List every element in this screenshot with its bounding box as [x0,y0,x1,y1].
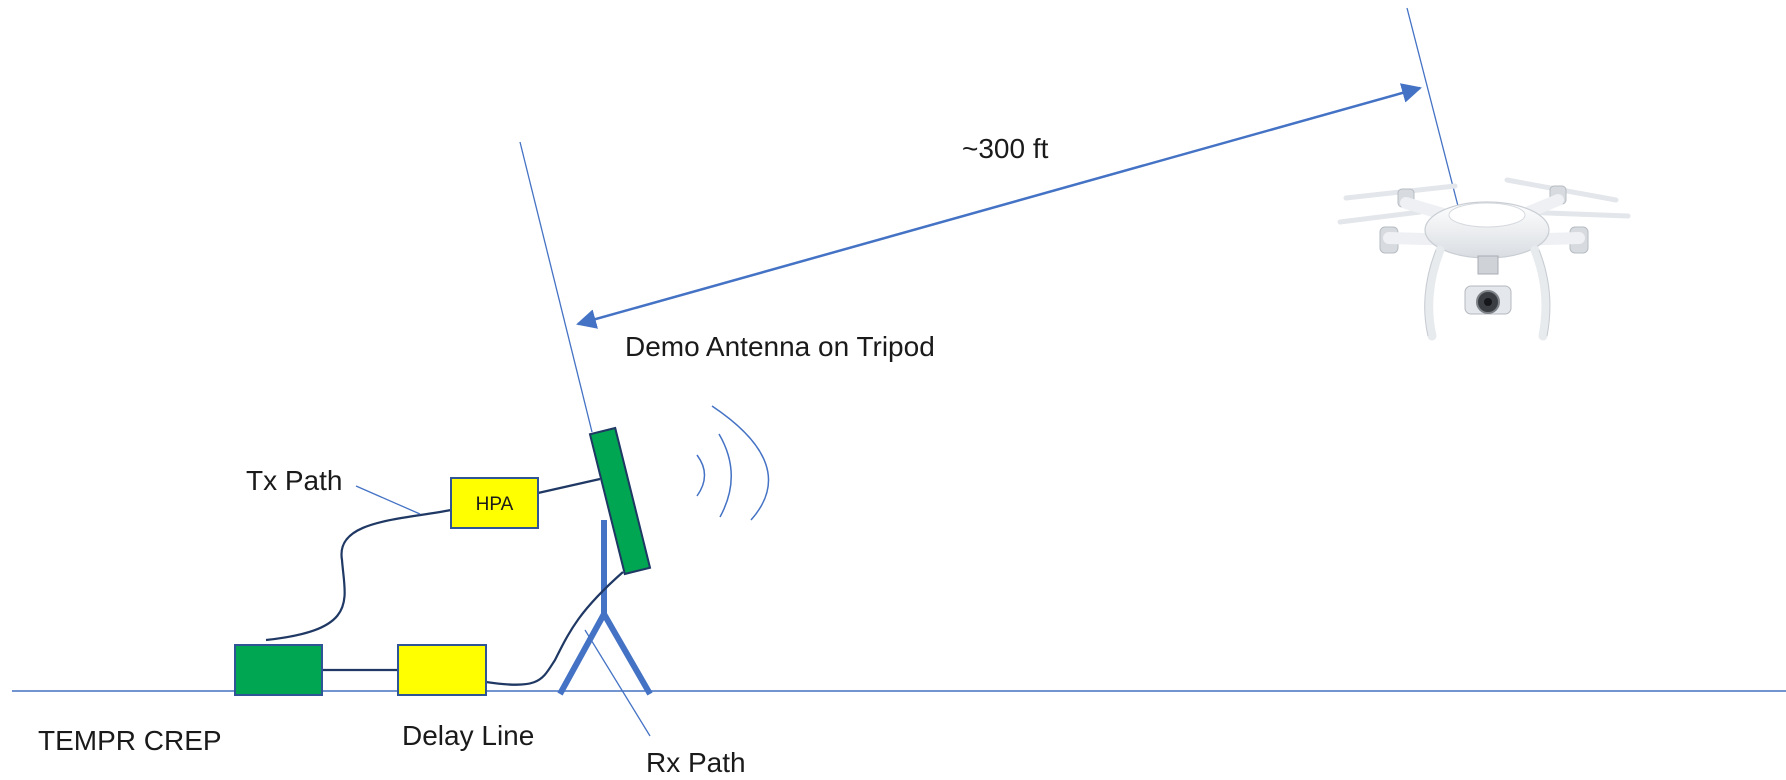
tx-path-leader [355,485,421,515]
rx-cable-delay-antenna [485,571,624,686]
antenna-label: Demo Antenna on Tripod [625,331,935,362]
tx-cable-crep-hpa [265,508,452,642]
quadcopter-drone-icon [1337,177,1631,341]
cables [265,477,624,686]
rx-path-leader [584,629,651,737]
tripod-icon [557,520,653,696]
distance-label: ~300 ft [962,133,1049,164]
tempr-crep-label: TEMPR CREP [38,725,222,756]
distance-arrow [576,83,1422,329]
tx-path-label: Tx Path [246,465,342,496]
rx-path-label: Rx Path [646,747,746,778]
antenna-panel [588,426,652,576]
delay-line-label: Delay Line [402,720,534,751]
radio-waves-icon [696,405,770,521]
tempr-crep-box [234,644,323,696]
hpa-box [450,477,539,529]
delay-line-box [397,644,487,696]
tx-cable-hpa-antenna [537,477,601,495]
antenna-boresight-line [519,141,593,433]
drone-reference-line [1406,7,1459,207]
hpa-label: HPA [476,494,514,515]
